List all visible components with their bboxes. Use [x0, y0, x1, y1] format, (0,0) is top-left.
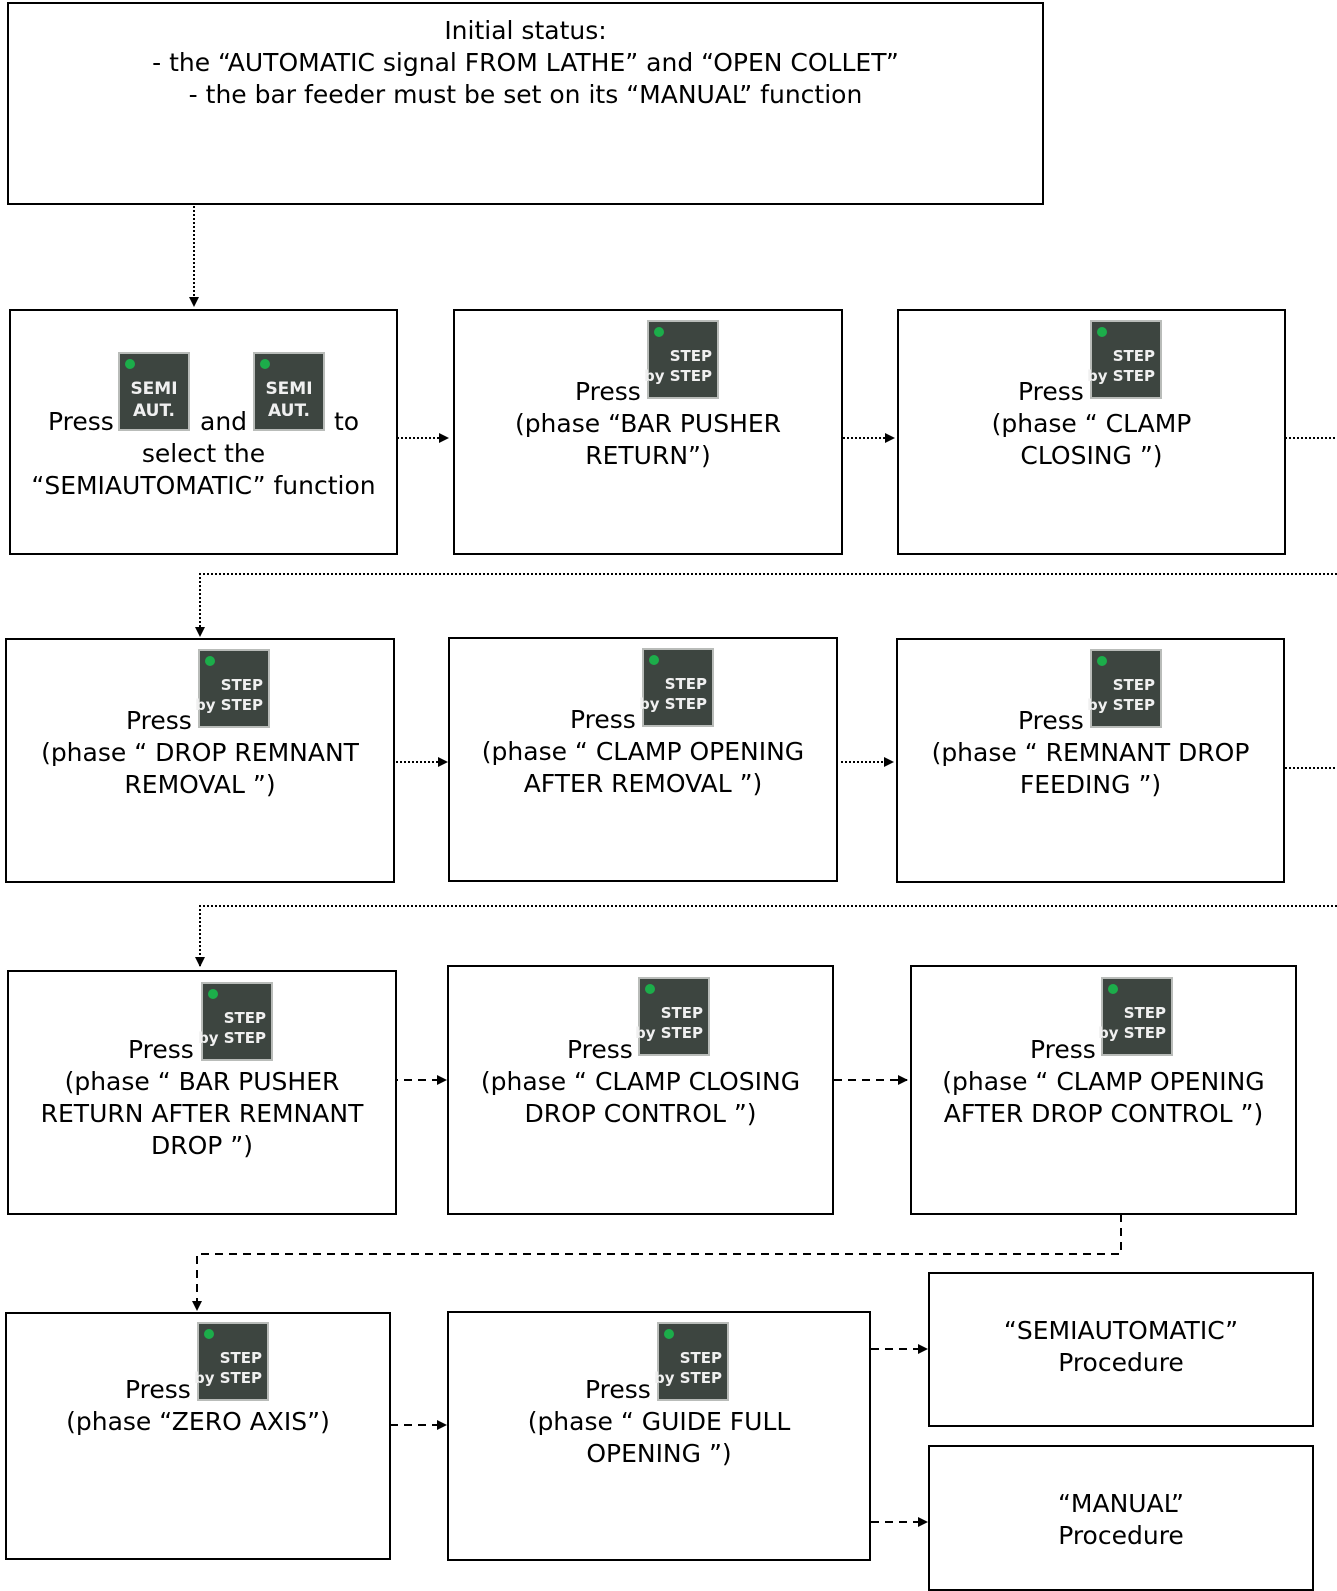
press-label: Press	[1030, 1035, 1096, 1064]
phase-line: (phase “ BAR PUSHER	[64, 1067, 340, 1096]
phase-line: (phase “ DROP REMNANT	[41, 738, 359, 767]
step-label: STEP	[1112, 347, 1155, 365]
step-by-step-button: STEP by STEP	[653, 1322, 729, 1401]
step-by-step-button: STEP by STEP	[194, 649, 270, 728]
led-indicator	[1108, 984, 1118, 994]
by-step-label: by STEP	[638, 695, 707, 713]
press-label: Press	[570, 705, 636, 734]
phase-line: (phase “ CLAMP OPENING	[942, 1067, 1265, 1096]
semi-label: SEMI	[265, 379, 313, 399]
outcome-line: “SEMIAUTOMATIC”	[1003, 1316, 1239, 1345]
press-label: Press	[1018, 706, 1084, 735]
step-box-select-semiautomatic	[9, 309, 398, 555]
led-indicator	[260, 359, 270, 369]
phase-line: DROP ”)	[150, 1131, 254, 1160]
step-by-step-button: STEP by STEP	[1097, 977, 1173, 1056]
step-by-step-button: STEP by STEP	[634, 977, 710, 1056]
step-by-step-button: STEP by STEP	[643, 320, 719, 399]
press-label: Press	[567, 1035, 633, 1064]
led-indicator	[125, 359, 135, 369]
press-label: Press	[575, 377, 641, 406]
step-label: STEP	[223, 1009, 266, 1027]
phase-line: (phase “ CLAMP CLOSING	[480, 1067, 801, 1096]
step-label: STEP	[664, 675, 707, 693]
step-by-step-button: STEP by STEP	[193, 1322, 269, 1401]
phase-line: OPENING ”)	[586, 1439, 732, 1468]
initial-status-line1: - the “AUTOMATIC signal FROM LATHE” and …	[152, 48, 899, 77]
outcome-line: Procedure	[1058, 1348, 1184, 1377]
by-step-label: by STEP	[1086, 696, 1155, 714]
step-by-step-button: STEP by STEP	[197, 982, 273, 1061]
initial-status-line2: - the bar feeder must be set on its “MAN…	[188, 80, 863, 109]
phase-line: (phase “ CLAMP	[991, 409, 1192, 438]
step-label: STEP	[660, 1004, 703, 1022]
press-label: Press	[126, 706, 192, 735]
phase-line: (phase “ REMNANT DROP	[931, 738, 1250, 767]
outcome-semiautomatic-procedure	[928, 1272, 1314, 1427]
led-indicator	[645, 984, 655, 994]
phase-line: RETURN AFTER REMNANT	[40, 1099, 364, 1128]
led-indicator	[664, 1329, 674, 1339]
step-label: STEP	[220, 676, 263, 694]
phase-line: CLOSING ”)	[1020, 441, 1163, 470]
outcome-line: Procedure	[1058, 1521, 1184, 1550]
press-label: Press	[125, 1375, 191, 1404]
phase-line: (phase “ GUIDE FULL	[527, 1407, 791, 1436]
press-label: Press	[585, 1375, 651, 1404]
arrow-step9-to-step10	[192, 1214, 1122, 1311]
press-label: Press	[128, 1035, 194, 1064]
step-box-guide-full-opening	[447, 1311, 871, 1561]
step-label: STEP	[219, 1349, 262, 1367]
press-label: Press	[48, 407, 114, 436]
led-indicator	[1097, 656, 1107, 666]
by-step-label: by STEP	[194, 696, 263, 714]
phase-line: RETURN”)	[585, 441, 711, 470]
by-step-label: by STEP	[1086, 367, 1155, 385]
led-indicator	[205, 656, 215, 666]
aut-label: AUT.	[268, 401, 310, 421]
step-label: STEP	[669, 347, 712, 365]
phase-line: AFTER REMOVAL ”)	[523, 769, 763, 798]
arrow-row2-to-step7	[195, 905, 1337, 967]
by-step-label: by STEP	[193, 1369, 262, 1387]
by-step-label: by STEP	[197, 1029, 266, 1047]
step-by-step-button: STEP by STEP	[638, 648, 714, 727]
by-step-label: by STEP	[653, 1369, 722, 1387]
to-label: to	[334, 407, 360, 436]
step-label: STEP	[1123, 1004, 1166, 1022]
step-by-step-button: STEP by STEP	[1086, 320, 1162, 399]
semi-label: SEMI	[130, 379, 178, 399]
phase-line: (phase “ CLAMP OPENING	[481, 737, 805, 766]
phase-line: FEEDING ”)	[1019, 770, 1162, 799]
step-label: STEP	[679, 1349, 722, 1367]
press-label: Press	[1018, 377, 1084, 406]
led-indicator	[654, 327, 664, 337]
phase-line: DROP CONTROL ”)	[524, 1099, 757, 1128]
phase-line: REMOVAL ”)	[124, 770, 276, 799]
initial-status-title: Initial status:	[444, 16, 607, 45]
step-label: STEP	[1112, 676, 1155, 694]
arrow-row1-to-step4	[195, 573, 1337, 637]
led-indicator	[208, 989, 218, 999]
by-step-label: by STEP	[643, 367, 712, 385]
and-label: and	[200, 407, 248, 436]
aut-label: AUT.	[133, 401, 175, 421]
led-indicator	[204, 1329, 214, 1339]
step1-line3: “SEMIAUTOMATIC” function	[31, 471, 376, 500]
outcome-line: “MANUAL”	[1057, 1489, 1185, 1518]
step-by-step-button: STEP by STEP	[1086, 649, 1162, 728]
led-indicator	[649, 655, 659, 665]
step1-line2: select the	[141, 439, 266, 468]
led-indicator	[1097, 327, 1107, 337]
phase-line: (phase “ZERO AXIS”)	[66, 1407, 330, 1436]
outcome-manual-procedure	[928, 1445, 1314, 1591]
by-step-label: by STEP	[634, 1024, 703, 1042]
by-step-label: by STEP	[1097, 1024, 1166, 1042]
phase-line: AFTER DROP CONTROL ”)	[943, 1099, 1264, 1128]
initial-status-box	[7, 2, 1044, 205]
phase-line: (phase “BAR PUSHER	[514, 409, 782, 438]
